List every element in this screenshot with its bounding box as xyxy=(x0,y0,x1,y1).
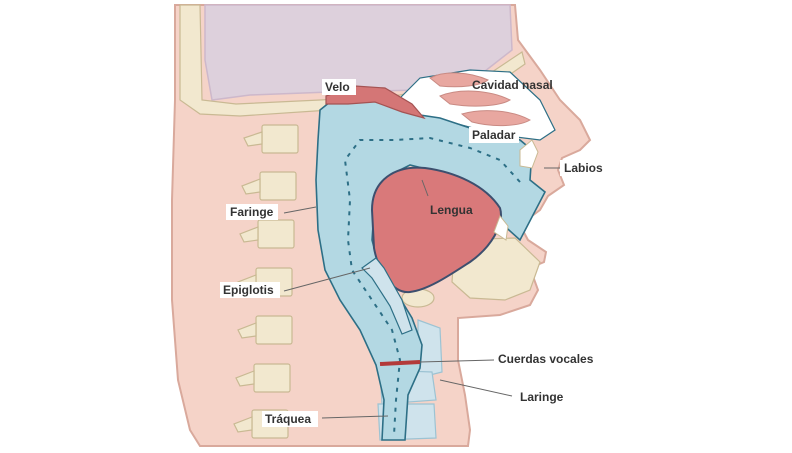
label-paladar: Paladar xyxy=(472,128,516,142)
label-laringe: Laringe xyxy=(520,390,564,404)
labels: Velo Cavidad nasal Paladar Labios Faring… xyxy=(220,78,604,427)
label-traquea: Tráquea xyxy=(265,412,311,426)
label-epiglotis: Epiglotis xyxy=(223,283,274,297)
leader-traquea xyxy=(321,415,389,419)
epiglottis xyxy=(361,257,413,335)
leader-cuerdas xyxy=(419,359,495,363)
label-cavidad-nasal: Cavidad nasal xyxy=(472,78,553,92)
label-faringe: Faringe xyxy=(230,205,274,219)
vertebra-2 xyxy=(259,171,297,201)
vocal-cords xyxy=(379,360,421,366)
leader-epiglotis xyxy=(283,267,371,292)
nasal-turbinates xyxy=(429,72,532,127)
vertebra-5 xyxy=(255,315,293,345)
airflow-line xyxy=(343,136,521,436)
vertebra-1 xyxy=(261,124,299,154)
lower-teeth xyxy=(493,215,509,241)
label-cuerdas-vocales: Cuerdas vocales xyxy=(498,352,594,366)
label-labios: Labios xyxy=(564,161,603,175)
label-lengua: Lengua xyxy=(430,203,473,217)
leader-laringe xyxy=(439,379,513,397)
vertebra-6 xyxy=(253,363,291,393)
label-velo: Velo xyxy=(325,80,350,94)
vertebra-3 xyxy=(257,219,295,249)
upper-teeth xyxy=(519,139,539,169)
leader-lengua xyxy=(421,179,429,197)
leader-faringe xyxy=(283,206,317,214)
